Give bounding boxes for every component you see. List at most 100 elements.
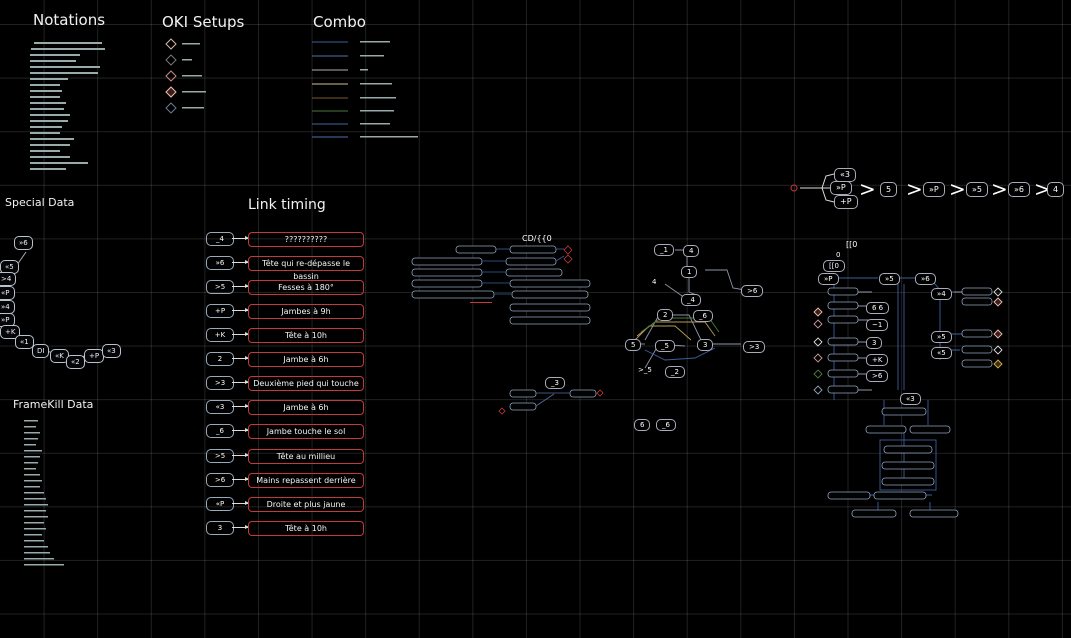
link-key[interactable]: +K <box>206 328 234 342</box>
chain-branch-top[interactable]: «3 <box>834 168 856 182</box>
node-5[interactable]: 5 <box>625 339 642 351</box>
arrow-icon <box>232 260 249 264</box>
link-label[interactable]: Jambe à 6h <box>248 352 364 367</box>
special-node[interactable]: »6 <box>14 236 33 250</box>
rg-node-6[interactable]: »6 <box>915 273 936 285</box>
notations-header: Notations <box>33 11 106 29</box>
node-_5[interactable]: _5 <box>655 340 675 352</box>
arrow-icon <box>232 380 249 384</box>
rg-bracket[interactable]: [[0 <box>823 260 845 272</box>
rg-node-3[interactable]: 3 <box>866 337 883 349</box>
arrow-icon <box>232 236 249 240</box>
link-label[interactable]: Jambe touche le sol <box>248 424 364 439</box>
rg-node-3b[interactable]: «3 <box>900 393 921 405</box>
special-data-header: Special Data <box>5 196 75 209</box>
oki-setups-header: OKI Setups <box>162 13 245 31</box>
link-key[interactable]: 3 <box>206 521 234 535</box>
arrow-icon <box>232 501 249 505</box>
link-key[interactable]: >5 <box>206 449 234 463</box>
link-label[interactable]: Mains repassent derrière <box>248 473 364 488</box>
rg-top-bracket: [[0 <box>846 240 858 249</box>
node->3[interactable]: >3 <box>743 341 766 353</box>
special-node[interactable]: +P <box>84 349 105 363</box>
node-1[interactable]: 1 <box>681 266 698 278</box>
link-key[interactable]: >6 <box>206 473 234 487</box>
cd-cluster-title: CD/{{0 <box>522 234 552 243</box>
rg-node-l5[interactable]: «5 <box>931 347 952 359</box>
chain-step[interactable]: »P <box>923 182 945 197</box>
rg-node-K[interactable]: +K <box>866 354 889 366</box>
link-key[interactable]: »6 <box>206 256 234 270</box>
chain-branch-bottom[interactable]: +P <box>834 195 858 209</box>
chain-step[interactable]: 5 <box>880 182 898 197</box>
node-2[interactable]: 2 <box>657 309 674 321</box>
link-key[interactable]: 2 <box>206 352 234 366</box>
rg-node-1[interactable]: ~1 <box>866 319 889 331</box>
special-node[interactable]: «2 <box>66 355 85 369</box>
node-6[interactable]: 6 <box>634 419 651 431</box>
link-key[interactable]: «3 <box>206 400 234 414</box>
mid-small-graph <box>498 389 604 415</box>
node-4[interactable]: 4 <box>683 245 700 257</box>
link-label[interactable]: Droite et plus jaune <box>248 497 364 512</box>
arrow-icon <box>232 428 249 432</box>
node-_4[interactable]: _4 <box>681 294 701 306</box>
link-label[interactable]: ?????????? <box>248 232 364 247</box>
link-key[interactable]: >5 <box>206 280 234 294</box>
combo-header: Combo <box>313 13 366 31</box>
link-label[interactable]: Jambes à 9h <box>248 304 364 319</box>
link-key[interactable]: «P <box>206 497 234 511</box>
node-_6[interactable]: _6 <box>656 419 676 431</box>
node-_3[interactable]: _3 <box>545 377 565 389</box>
link-label[interactable]: Fesses à 180° <box>248 280 364 295</box>
chain-step[interactable]: »6 <box>1008 182 1030 197</box>
link-label[interactable]: Tête au millieu <box>248 449 364 464</box>
node-_6[interactable]: _6 <box>693 310 713 322</box>
rg-zero: 0 <box>836 251 841 259</box>
notations-legend <box>28 40 128 173</box>
right-graph-links <box>813 277 1003 518</box>
special-node[interactable]: «1 <box>15 335 34 349</box>
chain-step[interactable]: »5 <box>966 182 988 197</box>
special-node[interactable]: >4 <box>0 272 17 286</box>
link-key[interactable]: _6 <box>206 424 234 438</box>
chain-step[interactable]: 4 <box>1047 182 1065 197</box>
rg-node-5[interactable]: »5 <box>879 273 900 285</box>
arrow-icon <box>232 308 249 312</box>
node-4b: 4 <box>652 278 657 286</box>
node->6[interactable]: >6 <box>741 285 764 297</box>
rg-node-66[interactable]: 6 6 <box>866 302 890 314</box>
special-node[interactable]: «3 <box>102 344 121 358</box>
link-key[interactable]: >3 <box>206 376 234 390</box>
link-label[interactable]: Deuxième pied qui touche <box>248 376 364 391</box>
arrow-icon <box>232 356 249 360</box>
link-label[interactable]: Tête à 10h <box>248 328 364 343</box>
chain-separator: > <box>949 177 966 201</box>
rg-node-6b[interactable]: >6 <box>866 370 889 382</box>
framekill-list <box>24 420 64 566</box>
arrow-icon <box>232 284 249 288</box>
chain-separator: > <box>859 177 876 201</box>
link-label[interactable]: Tête qui re-dépasse le bassin <box>248 256 364 281</box>
rg-start[interactable]: »P <box>818 273 839 285</box>
special-node[interactable]: DI <box>32 344 50 358</box>
notations-legend-lines <box>30 42 105 170</box>
arrow-icon <box>232 525 249 529</box>
link-key[interactable]: _4 <box>206 232 234 246</box>
special-node[interactable]: »4 <box>0 300 15 314</box>
node-_2[interactable]: _2 <box>665 366 685 378</box>
chain-separator: > <box>1034 177 1051 201</box>
arrow-icon <box>232 404 249 408</box>
node-_1[interactable]: _1 <box>654 244 674 256</box>
arrow-icon <box>232 332 249 336</box>
link-key[interactable]: +P <box>206 304 234 318</box>
node-3[interactable]: 3 <box>697 339 714 351</box>
rg-node-5b[interactable]: »5 <box>931 331 952 343</box>
special-node[interactable]: +K <box>0 325 21 339</box>
chain-start[interactable]: »P <box>830 181 852 195</box>
link-label[interactable]: Jambe à 6h <box>248 400 364 415</box>
link-label[interactable]: Tête à 10h <box>248 521 364 536</box>
rg-node-4[interactable]: »4 <box>931 288 952 300</box>
framekill-data-header: FrameKill Data <box>13 398 94 411</box>
special-node[interactable]: «P <box>0 286 15 300</box>
